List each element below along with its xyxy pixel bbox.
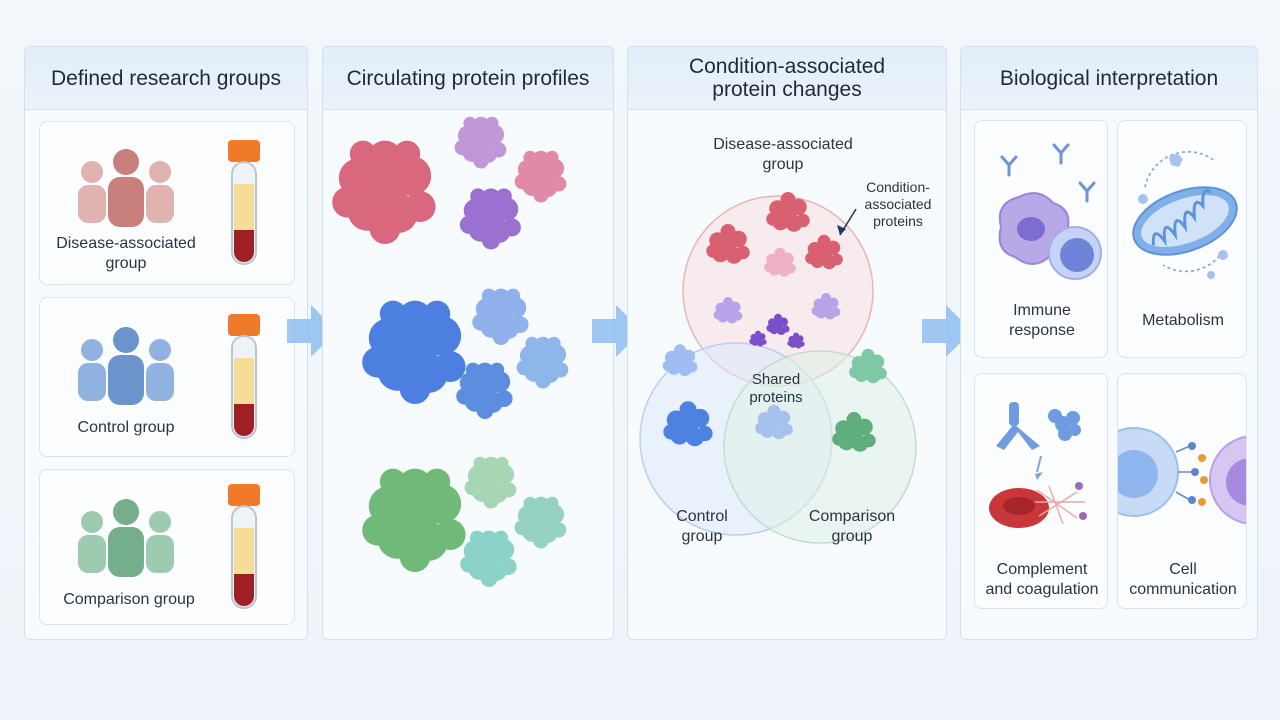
blood-tube-icon-disease (228, 140, 260, 265)
panel-protein-profiles: Circulating protein profiles (322, 46, 614, 640)
label-metabolism: Metabolism (1142, 312, 1224, 329)
panel-title-biological-interpretation: Biological interpretation (961, 47, 1257, 110)
protein-cluster-control-large (362, 300, 466, 404)
protein-cluster-control-small (472, 288, 529, 345)
protein-cluster-comparison-large (362, 468, 466, 572)
people-icon-disease (78, 149, 174, 227)
panel-title-protein-profiles: Circulating protein profiles (323, 47, 613, 110)
people-icon-comparison (78, 499, 174, 577)
people-icon-control (78, 327, 174, 405)
blood-tube-icon-comparison (228, 484, 260, 609)
cell-communication-icon (1118, 427, 1246, 525)
arrow-right-icon (287, 305, 337, 357)
protein-cluster-disease-large (332, 140, 436, 244)
protein-cluster-disease-small-2 (514, 150, 567, 203)
label-control-group: Control group (77, 419, 175, 436)
arrow-right-icon (922, 305, 972, 357)
label-comparison-group: Comparison group (63, 591, 195, 608)
blood-tube-icon-control (228, 314, 260, 439)
protein-clusters-illustration (332, 116, 569, 587)
panel-research-groups: Defined research groups Disease-associat… (24, 46, 308, 640)
card-control-group: Control group (39, 297, 295, 457)
arrow-right-icon (592, 305, 642, 357)
protein-cluster-control-small-2 (516, 336, 569, 389)
panel-title-research-groups: Defined research groups (25, 47, 307, 110)
protein-cluster-disease-small-3 (459, 188, 521, 250)
protein-cluster-comparison-small (464, 456, 517, 509)
mitochondrion-icon (1132, 151, 1238, 279)
protein-cluster-comparison-small-2 (514, 496, 567, 549)
venn-circle-comparison (723, 350, 917, 544)
immune-cells-icon (998, 143, 1102, 280)
card-comparison-group: Comparison group (39, 469, 295, 625)
protein-cluster-comparison-small-3 (460, 530, 517, 587)
card-metabolism: Metabolism (1117, 120, 1247, 358)
protein-cluster-disease-small (454, 116, 507, 169)
coagulation-icon (989, 402, 1087, 528)
venn-diagram (639, 192, 917, 544)
